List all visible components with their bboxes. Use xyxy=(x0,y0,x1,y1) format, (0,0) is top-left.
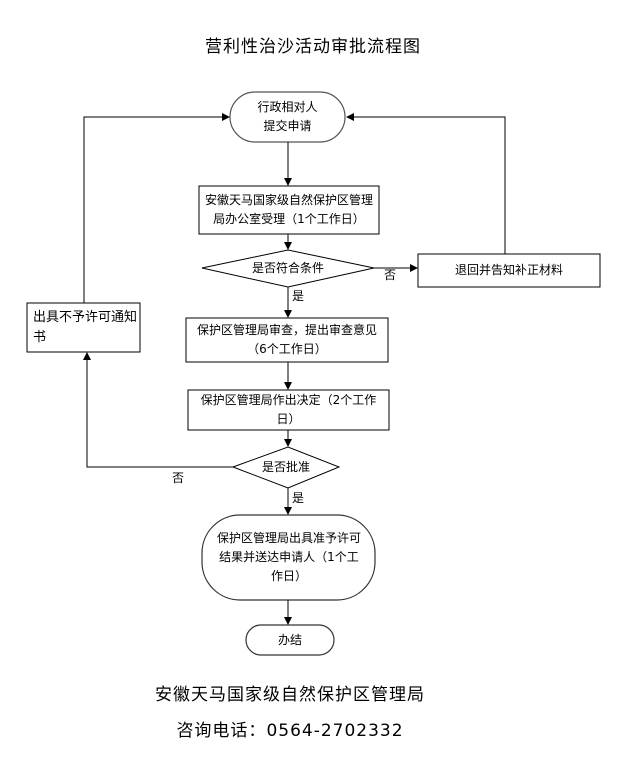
phone-number: 0564-2702332 xyxy=(266,721,404,741)
condition-no-label: 否 xyxy=(384,268,397,282)
footer-phone-line: 咨询电话：0564-2702332 xyxy=(0,716,580,741)
deny-notice-node-shape xyxy=(26,302,141,353)
end-node-shape xyxy=(245,624,335,656)
approve-no-label: 否 xyxy=(172,471,185,485)
deny-notice-node: 出具不予许可通知书 xyxy=(33,309,138,345)
approve-check-diamond-shape xyxy=(231,446,341,489)
decision-node-shape xyxy=(187,389,390,431)
accept-node: 安徽天马国家级自然保护区管理局办公室受理（1个工作日） xyxy=(204,193,373,226)
review-node-shape xyxy=(185,317,389,363)
edge-deny-to-start xyxy=(83,113,230,303)
edge-return-to-start xyxy=(346,113,506,254)
phone-label: 咨询电话： xyxy=(176,721,267,741)
return-node-shape xyxy=(417,253,601,288)
decision-node: 保护区管理局作出决定（2个工作日） xyxy=(200,393,377,426)
approve-yes-label: 是 xyxy=(292,491,305,505)
edge-approve-check-to-deny xyxy=(83,352,233,468)
accept-node-shape xyxy=(198,185,380,235)
review-node: 保护区管理局审查，提出审查意见（6个工作日） xyxy=(196,323,377,356)
approve-result-node: 保护区管理局出具准予许可结果并送达申请人（1个工作日） xyxy=(216,531,361,583)
start-node: 行政相对人 提交申请 xyxy=(257,100,318,133)
condition-yes-label: 是 xyxy=(292,289,305,303)
footer-organization: 安徽天马国家级自然保护区管理局 xyxy=(155,685,425,705)
end-node: 办结 xyxy=(277,632,302,647)
condition-node: 是否符合条件 xyxy=(251,261,324,275)
diagram-title: 营利性治沙活动审批流程图 xyxy=(205,37,421,57)
approve-check-node: 是否批准 xyxy=(261,460,310,474)
return-node: 退回并告知补正材料 xyxy=(454,263,563,277)
